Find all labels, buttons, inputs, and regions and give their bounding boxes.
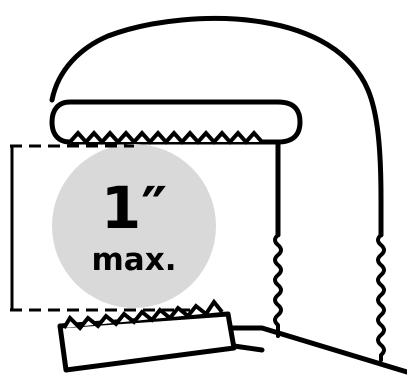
upper-jaw-teeth xyxy=(68,129,264,146)
measurement-guides xyxy=(10,144,190,312)
capacity-value-label: 1″ xyxy=(101,174,167,242)
capacity-qualifier-label: max. xyxy=(92,242,177,278)
wrench-frame xyxy=(49,15,384,238)
pipe-capacity-circle xyxy=(52,144,216,308)
upper-jaw xyxy=(49,99,303,146)
threaded-shank xyxy=(273,233,386,362)
lower-jaw xyxy=(57,298,237,373)
lower-handle xyxy=(229,325,407,375)
lower-jaw-teeth xyxy=(62,298,224,331)
